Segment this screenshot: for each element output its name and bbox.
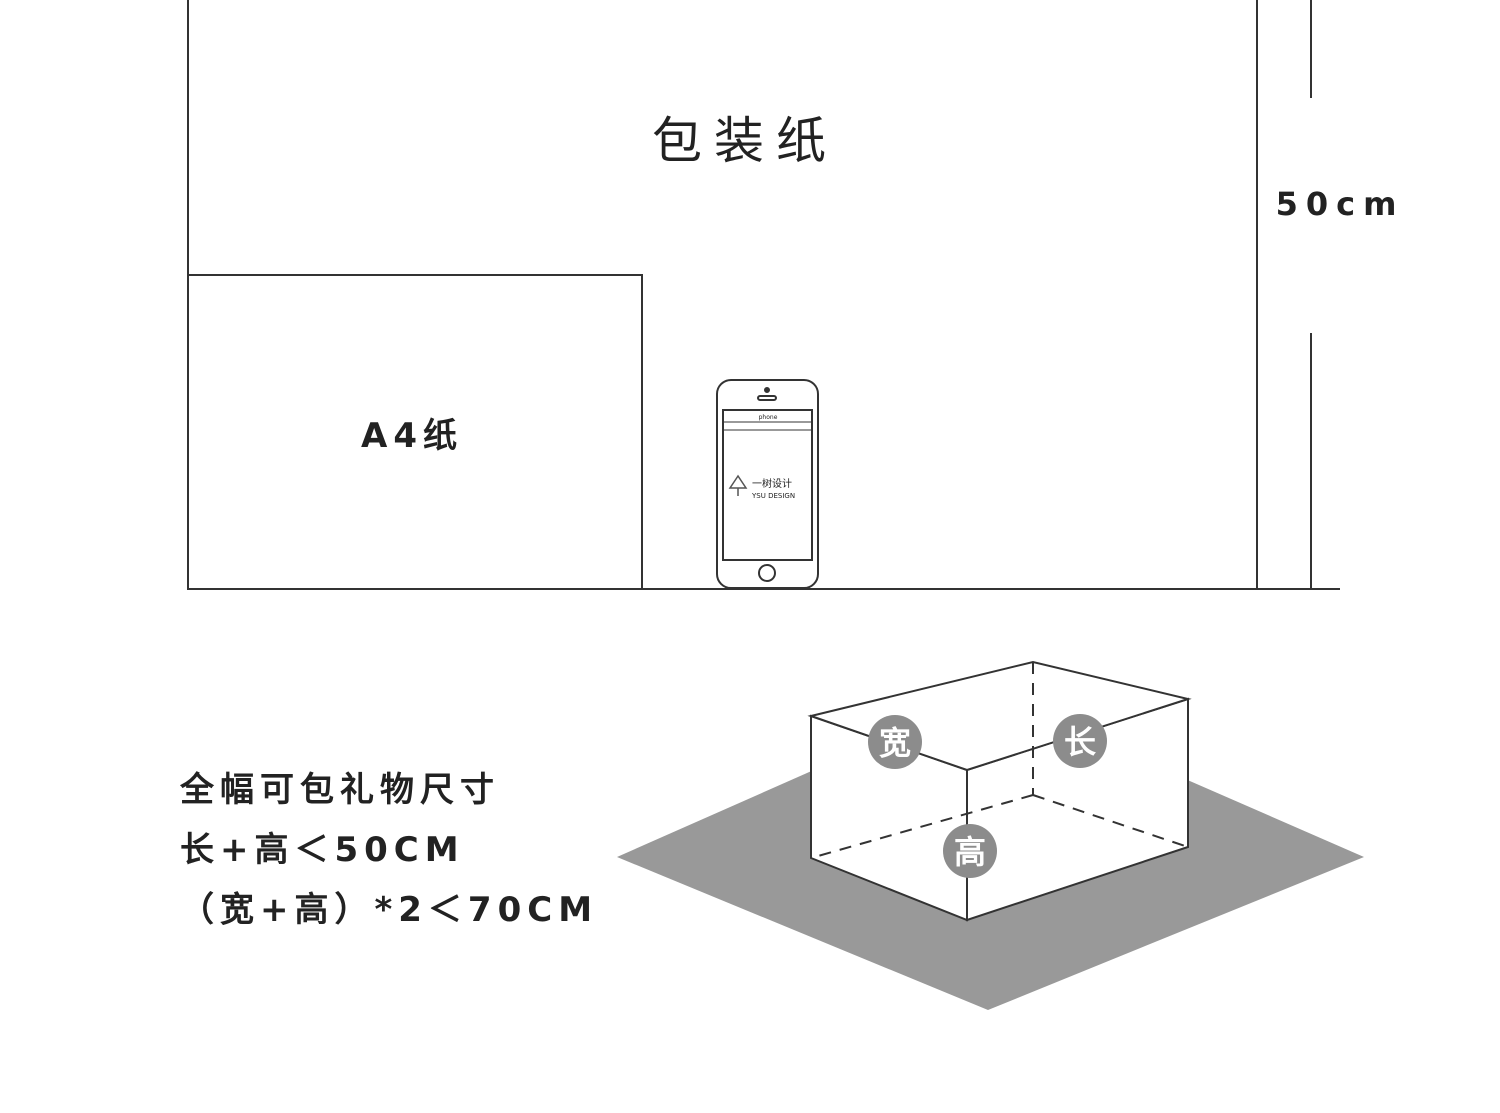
a4-paper-label: A4纸 <box>361 416 463 456</box>
height-label: 50cm <box>1276 185 1405 223</box>
phone-brand-en: YSU DESIGN <box>751 492 795 500</box>
length-badge: 长 <box>1053 714 1107 768</box>
width-badge: 宽 <box>868 715 922 769</box>
phone-illustration <box>716 379 819 589</box>
svg-text:长: 长 <box>1064 723 1096 761</box>
phone-screen-logo: 一树设计 YSU DESIGN phone <box>728 414 795 500</box>
tree-logo-icon <box>728 474 748 496</box>
a4-paper <box>187 274 643 590</box>
box-hidden-edges <box>810 662 1189 859</box>
svg-text:宽: 宽 <box>879 724 911 762</box>
info-length-rule: 长+高＜50CM <box>180 830 465 870</box>
height-badge: 高 <box>943 824 997 878</box>
phone-status-text: phone <box>759 414 778 421</box>
info-width-rule: （宽+高）*2＜70CM <box>180 890 599 930</box>
size-info: 全幅可包礼物尺寸 长+高＜50CM （宽+高）*2＜70CM <box>180 760 598 940</box>
wrapping-paper-label: 包装纸 <box>652 112 838 170</box>
svg-text:高: 高 <box>954 833 986 871</box>
info-title: 全幅可包礼物尺寸 <box>180 770 500 810</box>
phone-brand-cn: 一树设计 <box>752 477 792 490</box>
